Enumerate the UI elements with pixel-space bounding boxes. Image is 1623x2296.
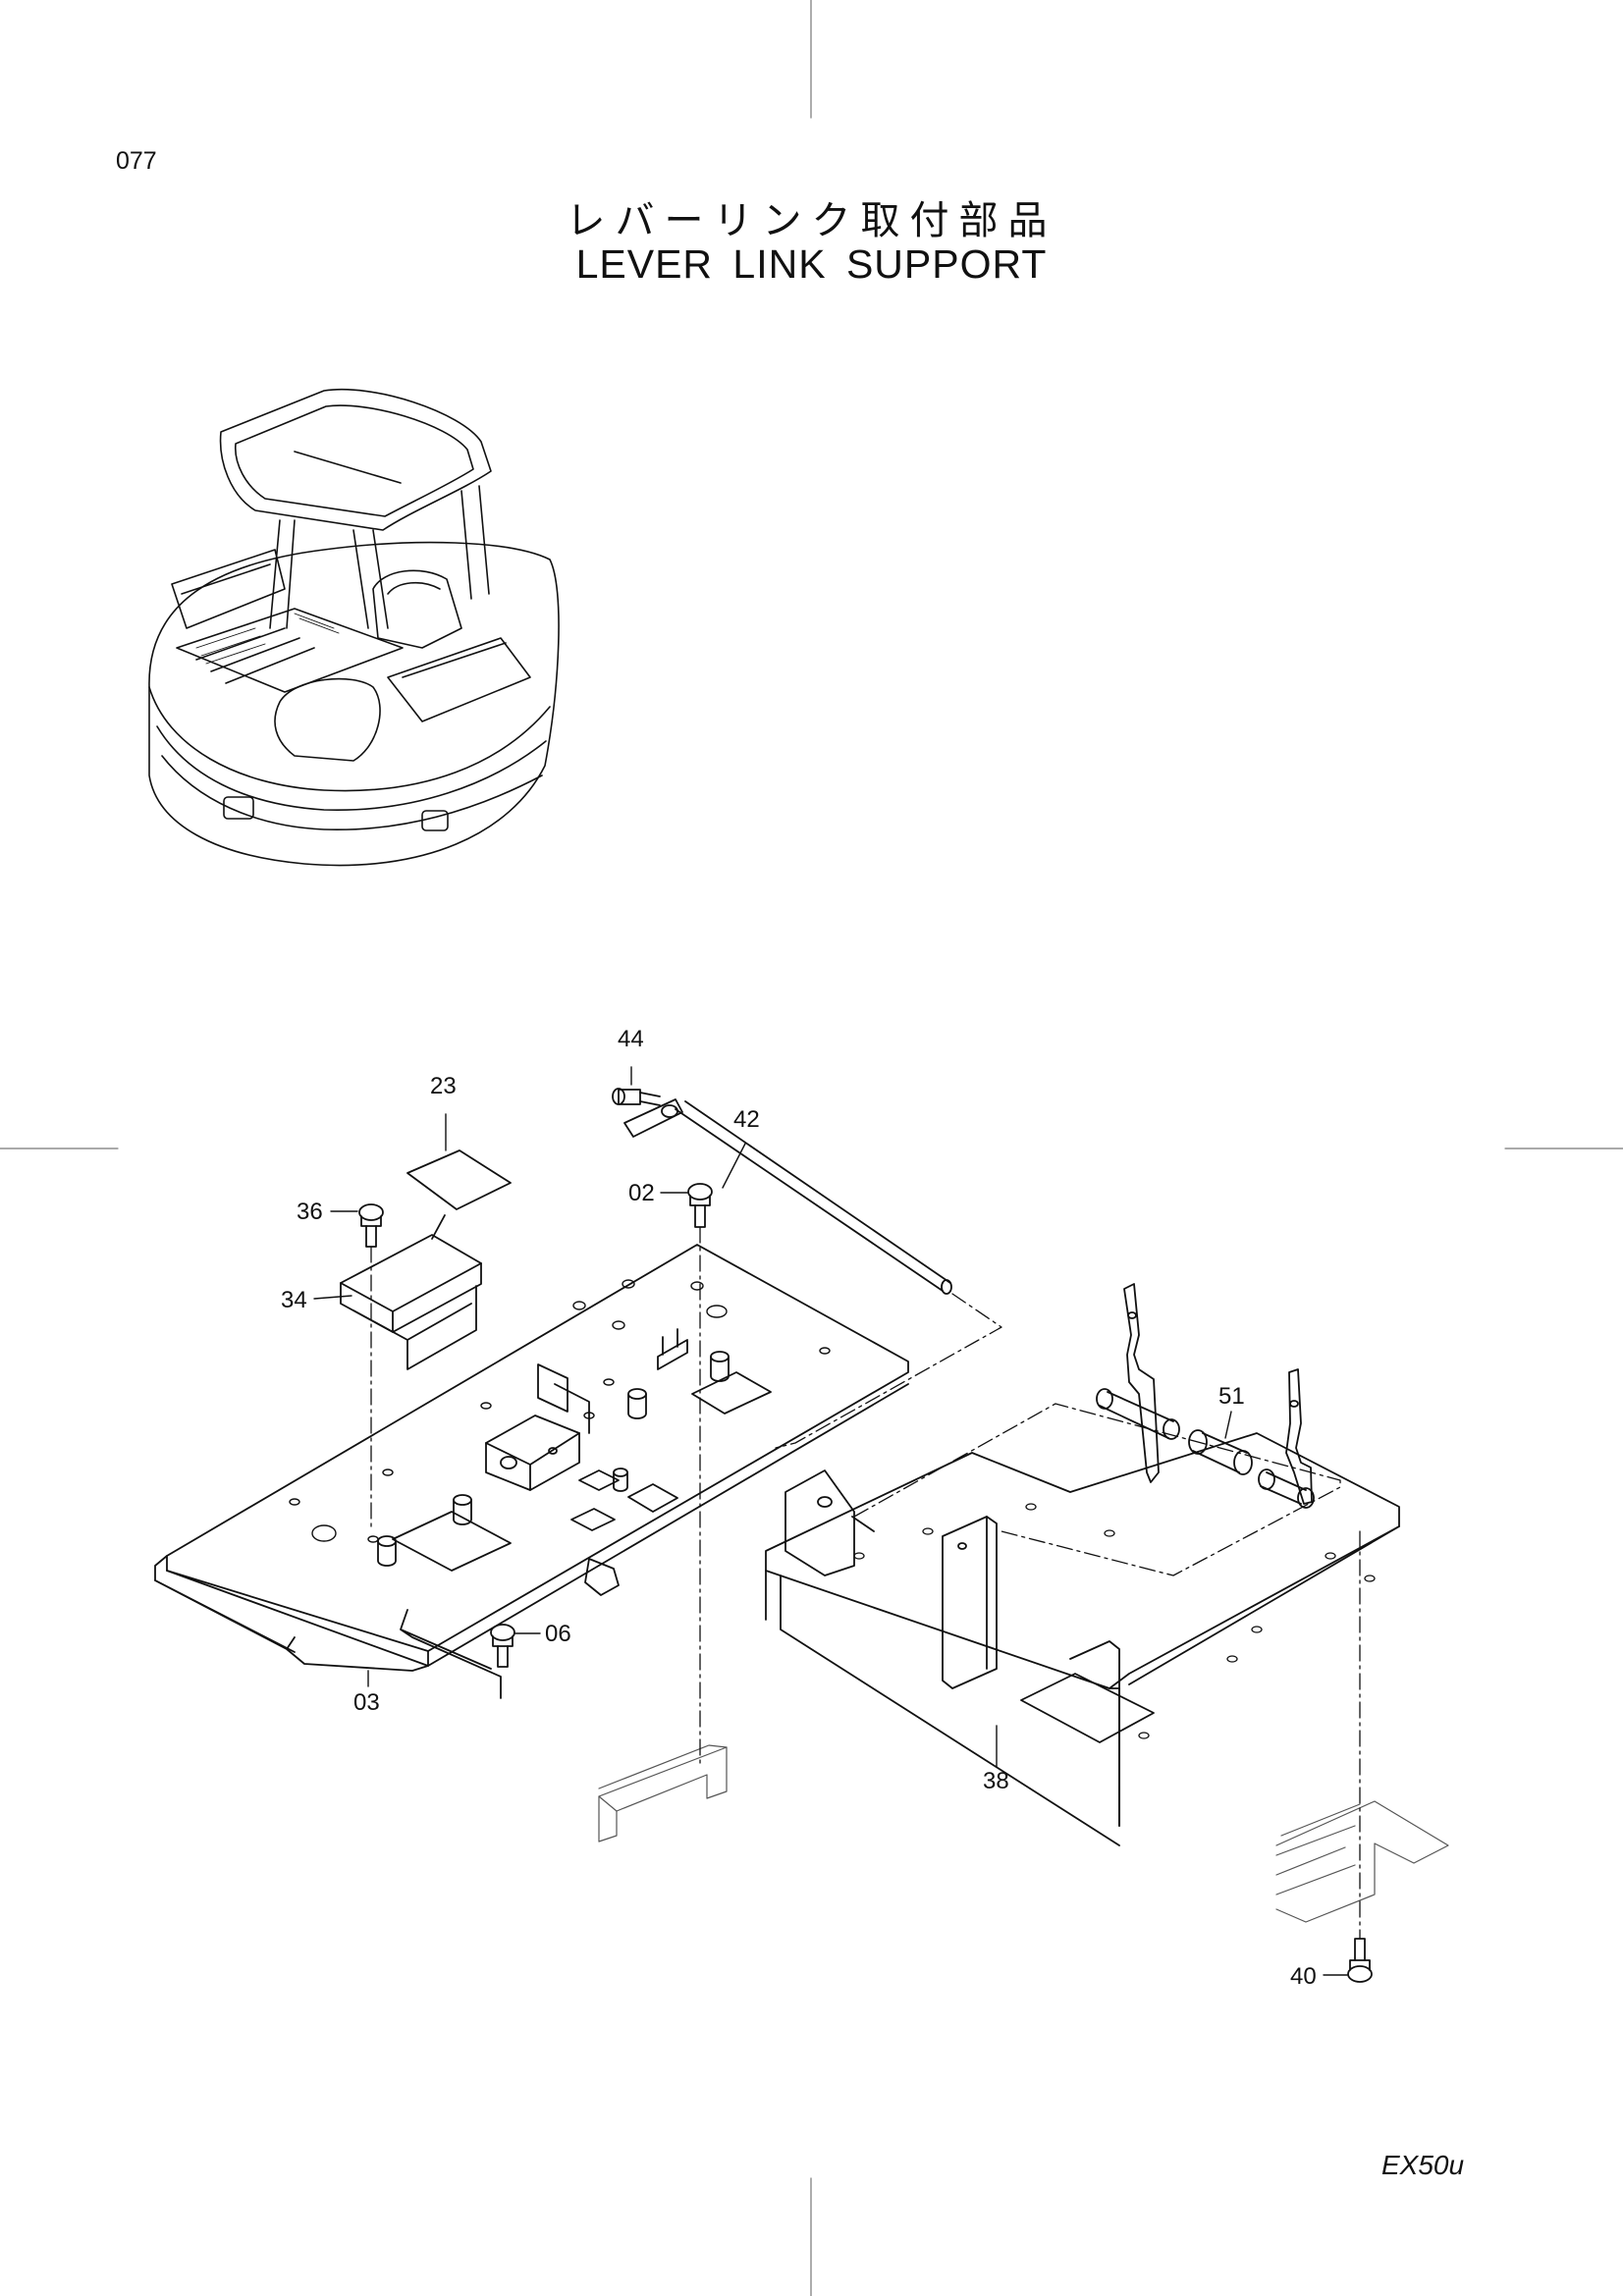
callout-02[interactable]: 02 [628,1180,655,1206]
callout-03[interactable]: 03 [353,1689,380,1716]
callout-51[interactable]: 51 [1218,1383,1245,1410]
callout-36[interactable]: 36 [297,1199,323,1225]
lever-links [1096,1283,1315,1509]
callout-38[interactable]: 38 [983,1768,1009,1794]
pad-part-23 [406,1149,512,1240]
floor-plate-part-03 [154,1244,909,1699]
callout-44[interactable]: 44 [618,1026,644,1052]
bolt-part-36 [358,1203,384,1248]
callout-42[interactable]: 42 [733,1106,760,1133]
rod-part-42 [623,1098,952,1295]
title-japanese: レバーリンク取付部品 [566,198,1057,243]
bolt-part-06 [490,1624,515,1668]
callout-06[interactable]: 06 [545,1621,571,1647]
callout-34[interactable]: 34 [281,1287,307,1313]
bushing-part-51 [1188,1429,1253,1475]
phantom-brackets [598,1744,1449,1923]
centerlines [370,1226,1361,1940]
part-callouts: 44 23 42 36 02 34 51 06 03 38 40 [281,1026,1317,1990]
page-number: 077 [116,147,157,175]
title-english: LEVER LINK SUPPORT [575,241,1048,287]
bolt-part-44 [612,1088,661,1106]
excavator-keymap-illustration [148,388,560,867]
leader-lines [313,1066,1348,1976]
bolt-part-02 [687,1183,713,1228]
bracket-part-34 [340,1234,482,1370]
callout-40[interactable]: 40 [1290,1963,1317,1990]
bolt-part-40 [1347,1938,1373,1983]
lever-base-part-38 [765,1432,1400,1846]
model-label: EX50u [1381,2150,1465,2180]
callout-23[interactable]: 23 [430,1073,457,1099]
